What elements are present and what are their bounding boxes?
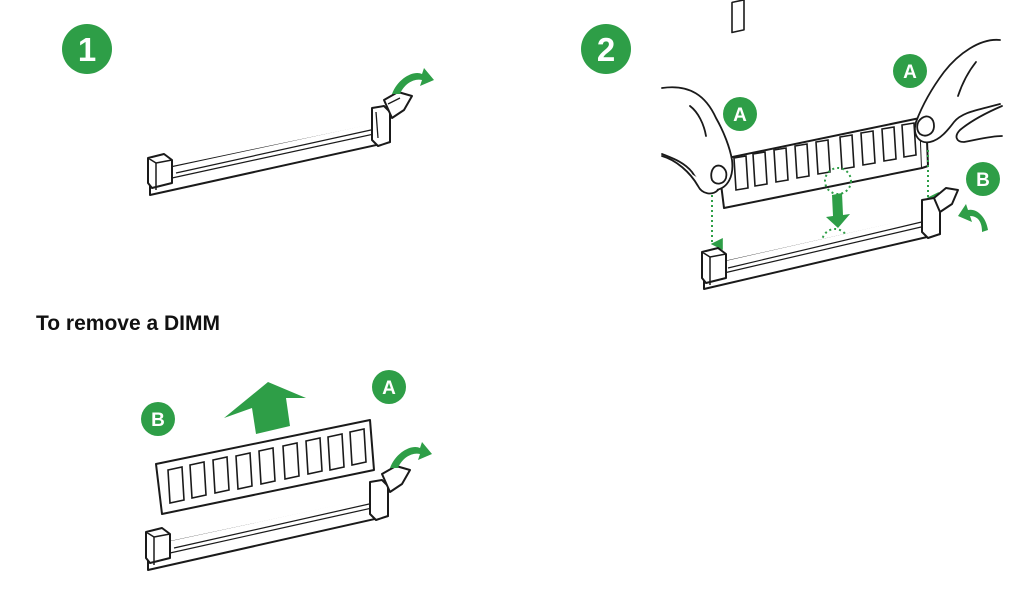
- step-2-badge: 2: [581, 24, 631, 74]
- remove-dimm-heading: To remove a DIMM: [36, 312, 220, 335]
- step-2-slot: [701, 187, 959, 290]
- up-arrow-icon: [224, 382, 306, 434]
- remove-dimm-chips: [167, 428, 367, 504]
- step-2-dimm-chips: [733, 122, 917, 191]
- label-a-left-text: A: [733, 105, 747, 126]
- remove-slot: [145, 465, 411, 571]
- label-b-text: B: [976, 170, 990, 191]
- step-2-label-a-left: A: [723, 97, 757, 131]
- label-a-right-text: A: [903, 62, 917, 83]
- right-hand-illustration: [914, 39, 1003, 144]
- step-2-label-b: B: [966, 162, 1000, 196]
- step-1-number: 1: [78, 31, 96, 68]
- remove-label-b-text: B: [151, 410, 165, 431]
- remove-label-a: A: [372, 370, 406, 404]
- down-arrow-icon: [826, 193, 850, 228]
- curved-arrow-icon: [958, 204, 988, 232]
- step-1-badge: 1: [62, 24, 112, 74]
- remove-label-b: B: [141, 402, 175, 436]
- remove-label-a-text: A: [382, 378, 396, 399]
- step-1-slot: [147, 91, 413, 196]
- step-2-label-a-right: A: [893, 54, 927, 88]
- curved-arrow-icon: [392, 68, 434, 94]
- step-2-number: 2: [597, 31, 615, 68]
- curved-arrow-icon: [390, 442, 432, 468]
- left-hand-illustration: [661, 86, 734, 195]
